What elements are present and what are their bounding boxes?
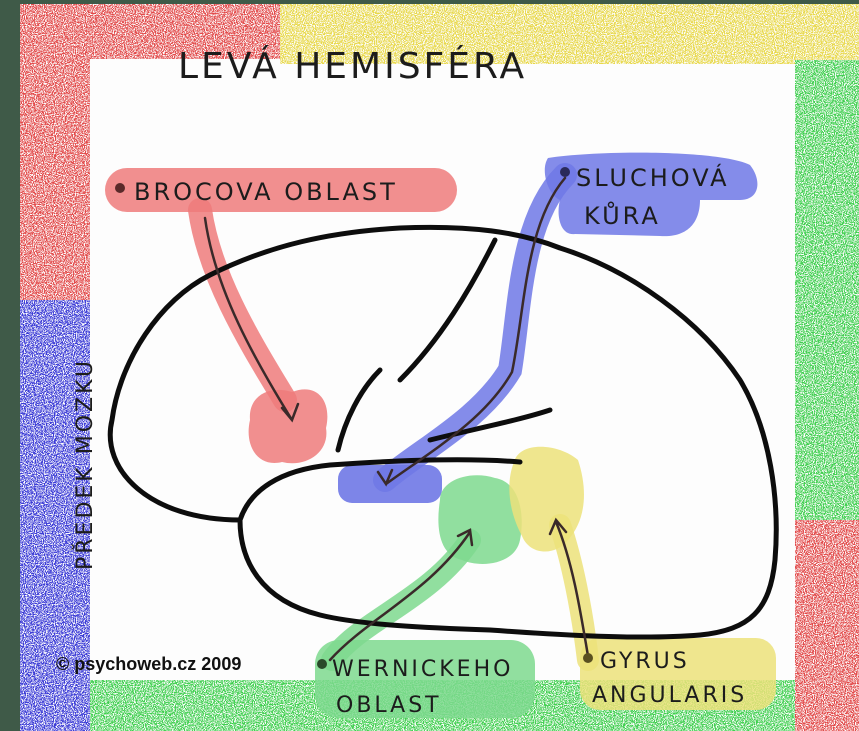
angular-label-line1: GYRUS	[600, 649, 690, 674]
credit-text: © psychoweb.cz 2009	[56, 654, 241, 674]
angular-dot	[583, 653, 593, 663]
side-label: PŘEDEK MOZKU	[72, 358, 98, 570]
diagram-title: LEVÁ HEMISFÉRA	[178, 45, 527, 87]
wernicke-label-line1: WERNICKEHO	[332, 657, 513, 682]
wernicke-dot	[317, 659, 327, 669]
angular-label-line2: ANGULARIS	[592, 683, 747, 708]
broca-label: BROCOVA OBLAST	[134, 178, 398, 206]
auditory-dot	[560, 167, 570, 177]
auditory-label-line1: SLUCHOVÁ	[576, 163, 730, 192]
auditory-label-line2: KŮRA	[584, 200, 661, 230]
wernicke-label-line2: OBLAST	[336, 693, 442, 718]
broca-dot	[115, 183, 125, 193]
